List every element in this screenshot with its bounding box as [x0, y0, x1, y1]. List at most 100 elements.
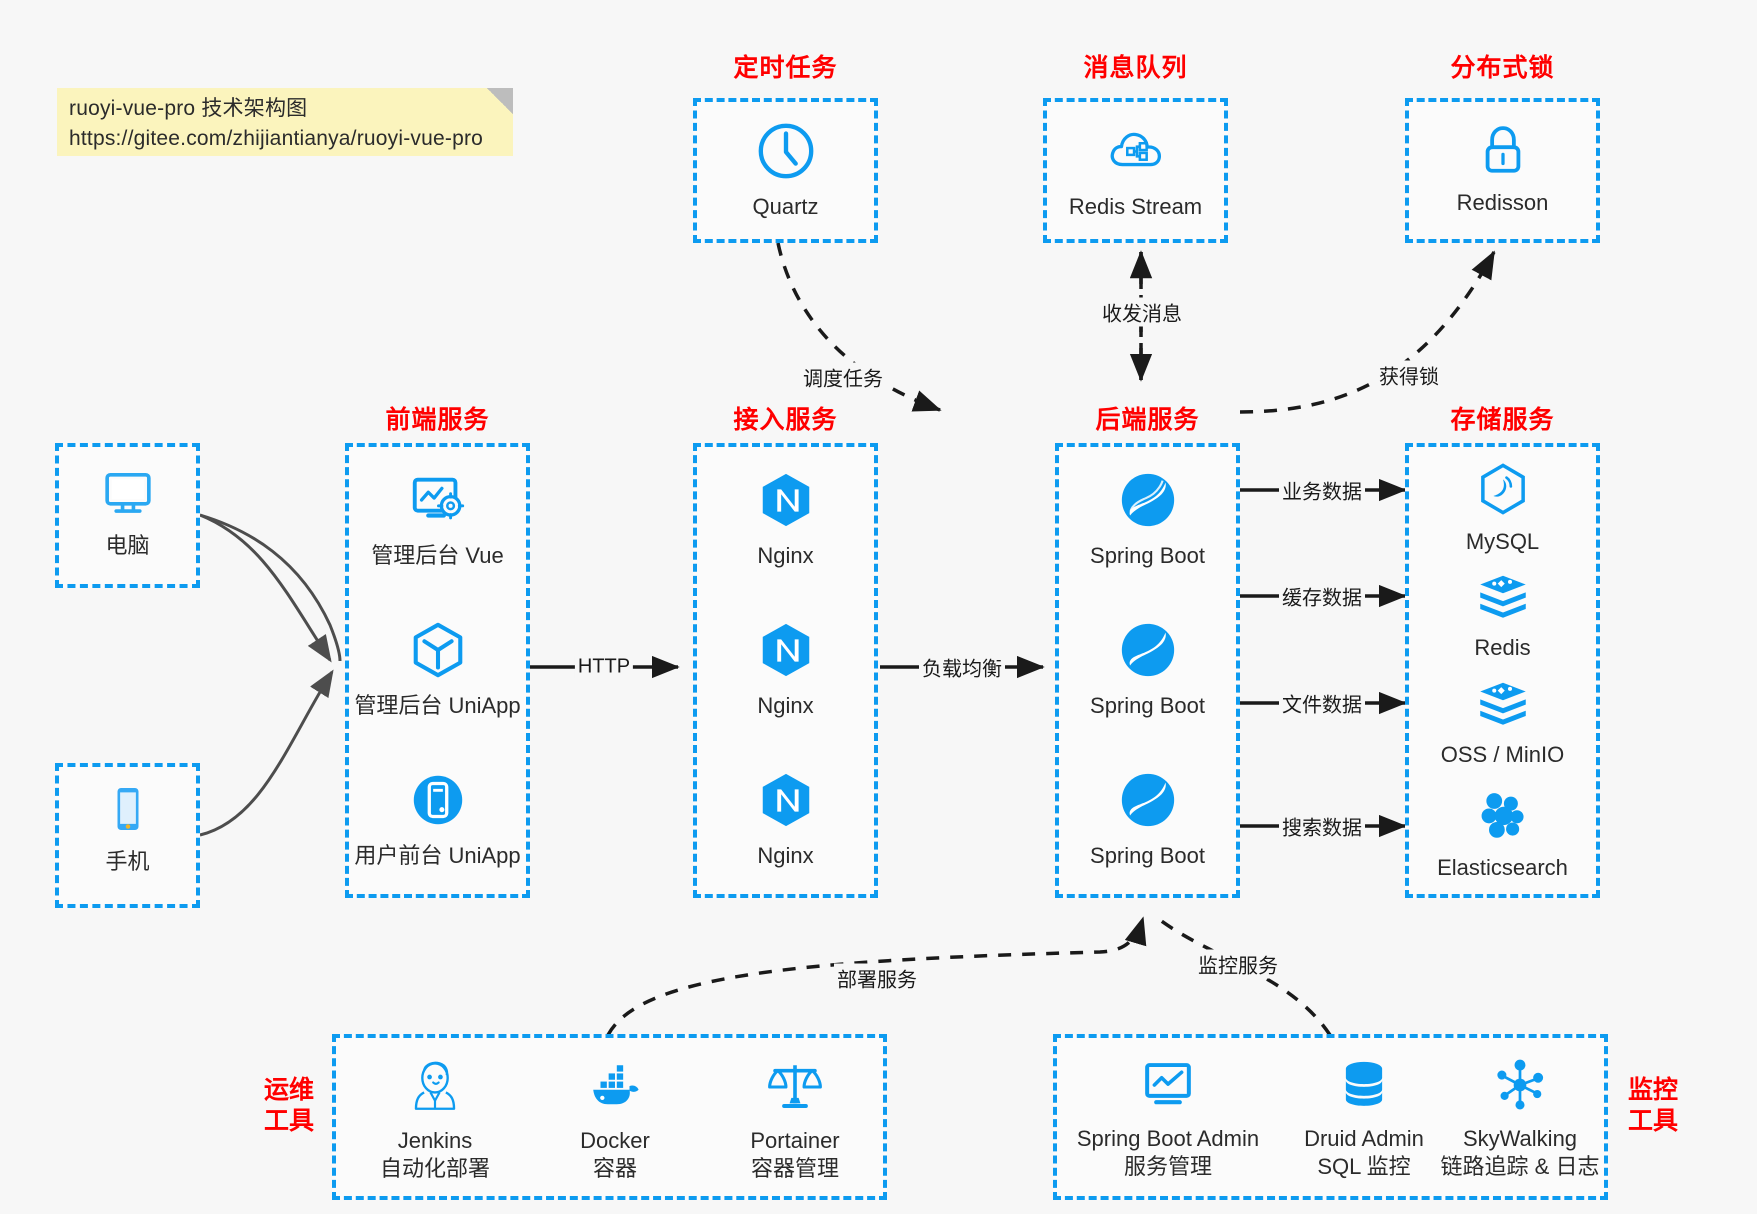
node-label-user-uniapp: 用户前台 UniApp — [354, 843, 521, 868]
group-box-devops: Jenkins 自动化部署 Docker 容器 — [332, 1034, 887, 1200]
edge-label-mq: 收发消息 — [1099, 297, 1185, 327]
group-box-lock: Redisson — [1405, 98, 1600, 243]
cloud-network-icon — [1105, 120, 1167, 187]
node-label-jenkins: Jenkins — [397, 1128, 473, 1153]
node-redis[interactable]: Redis — [1409, 567, 1596, 662]
edge-label-acquire-lock: 获得锁 — [1376, 360, 1442, 390]
group-box-backend: Spring Boot Spring Boot Spring Boot — [1055, 443, 1240, 898]
node-label-redisson: Redisson — [1456, 190, 1549, 215]
node-label-skywalking: SkyWalking — [1462, 1126, 1578, 1151]
group-title-monitor-line1: 监控 — [1627, 1076, 1678, 1104]
app-circle-icon — [407, 769, 469, 836]
edge-label-deploy: 部署服务 — [834, 963, 920, 993]
edge-label-loadbalance: 负载均衡 — [919, 652, 1005, 682]
node-springboot-1[interactable]: Spring Boot — [1059, 469, 1236, 570]
node-portainer[interactable]: Portainer 容器管理 — [710, 1058, 880, 1182]
node-skywalking[interactable]: SkyWalking 链路追踪 & 日志 — [1425, 1056, 1615, 1180]
edge-pc-to-frontend-line — [199, 513, 332, 663]
cube-icon — [407, 619, 469, 686]
node-label-admin-uniapp: 管理后台 UniApp — [354, 693, 521, 718]
node-mysql[interactable]: MySQL — [1409, 461, 1596, 556]
node-label-quartz: Quartz — [752, 194, 819, 219]
redis-stack-icon — [1475, 674, 1531, 735]
node-elasticsearch[interactable]: Elasticsearch — [1409, 787, 1596, 882]
node-label-nginx-2: Nginx — [757, 693, 814, 718]
node-phone[interactable]: 手机 — [59, 781, 196, 876]
jenkins-icon — [406, 1058, 464, 1121]
group-box-pc: 电脑 — [55, 443, 200, 588]
node-label-nginx-1: Nginx — [757, 543, 814, 568]
node-label-springboot-2: Spring Boot — [1090, 693, 1205, 718]
note-fold-corner — [487, 88, 513, 114]
node-user-uniapp[interactable]: 用户前台 UniApp — [349, 769, 526, 870]
group-box-scheduler: Quartz — [693, 98, 878, 243]
node-sublabel-skywalking: 链路追踪 & 日志 — [1440, 1153, 1600, 1179]
edge-phone-to-frontend-line — [199, 669, 334, 837]
edge-label-monitor: 监控服务 — [1195, 949, 1281, 979]
node-nginx-2[interactable]: Nginx — [697, 619, 874, 720]
node-docker[interactable]: Docker 容器 — [530, 1058, 700, 1182]
group-box-mq: Redis Stream — [1043, 98, 1228, 243]
node-druid-admin[interactable]: Druid Admin SQL 监控 — [1279, 1056, 1449, 1180]
edge-label-cache-data: 缓存数据 — [1279, 581, 1365, 611]
nginx-icon — [755, 619, 817, 686]
group-title-scheduler: 定时任务 — [733, 54, 838, 82]
node-label-elasticsearch: Elasticsearch — [1437, 855, 1568, 880]
edge-pc-to-frontend — [199, 513, 342, 662]
node-label-oss-minio: OSS / MinIO — [1440, 742, 1565, 767]
group-box-monitor: Spring Boot Admin 服务管理 Druid Admin SQL 监… — [1053, 1034, 1608, 1200]
node-jenkins[interactable]: Jenkins 自动化部署 — [350, 1058, 520, 1182]
node-redisson[interactable]: Redisson — [1409, 120, 1596, 217]
spring-boot-icon — [1117, 619, 1179, 686]
node-redis-stream[interactable]: Redis Stream — [1047, 120, 1224, 221]
edge-label-search-data: 搜索数据 — [1279, 811, 1365, 841]
node-nginx-3[interactable]: Nginx — [697, 769, 874, 870]
group-title-monitor-line2: 工具 — [1627, 1107, 1678, 1136]
node-label-redis-stream: Redis Stream — [1068, 194, 1203, 219]
node-label-nginx-3: Nginx — [757, 843, 814, 868]
group-title-devops-line2: 工具 — [263, 1107, 314, 1136]
node-quartz[interactable]: Quartz — [697, 120, 874, 221]
group-title-backend: 后端服务 — [1095, 406, 1200, 434]
group-title-monitor: 监控 工具 — [1622, 1075, 1684, 1138]
nginx-icon — [755, 769, 817, 836]
node-admin-uniapp[interactable]: 管理后台 UniApp — [349, 619, 526, 720]
group-box-frontend: 管理后台 Vue 管理后台 UniApp 用户前台 UniApp — [345, 443, 530, 898]
node-label-springboot-1: Spring Boot — [1090, 543, 1205, 568]
node-label-spring-boot-admin: Spring Boot Admin — [1076, 1126, 1260, 1151]
node-oss-minio[interactable]: OSS / MinIO — [1409, 674, 1596, 769]
scales-icon — [766, 1058, 824, 1121]
spring-boot-icon — [1117, 469, 1179, 536]
note-url-line: https://gitee.com/zhijiantianya/ruoyi-vu… — [69, 127, 484, 150]
group-title-devops: 运维 工具 — [258, 1075, 320, 1138]
note-title-line: ruoyi-vue-pro 技术架构图 — [69, 97, 308, 120]
dashboard-settings-icon — [407, 469, 469, 536]
sticky-note: ruoyi-vue-pro 技术架构图 https://gitee.com/zh… — [57, 88, 513, 156]
node-spring-boot-admin[interactable]: Spring Boot Admin 服务管理 — [1063, 1056, 1273, 1180]
group-box-phone: 手机 — [55, 763, 200, 908]
node-sublabel-spring-boot-admin: 服务管理 — [1123, 1153, 1212, 1179]
node-nginx-1[interactable]: Nginx — [697, 469, 874, 570]
spring-boot-icon — [1117, 769, 1179, 836]
node-label-portainer: Portainer — [750, 1128, 840, 1153]
node-label-redis: Redis — [1474, 635, 1531, 660]
clock-icon — [755, 120, 817, 187]
node-admin-vue[interactable]: 管理后台 Vue — [349, 469, 526, 570]
group-title-gateway: 接入服务 — [733, 406, 838, 434]
node-springboot-2[interactable]: Spring Boot — [1059, 619, 1236, 720]
node-pc[interactable]: 电脑 — [59, 463, 196, 560]
node-sublabel-jenkins: 自动化部署 — [379, 1155, 490, 1181]
monitor-chart-icon — [1139, 1056, 1197, 1119]
node-label-docker: Docker — [580, 1128, 650, 1153]
edge-label-http: HTTP — [574, 655, 634, 679]
node-springboot-3[interactable]: Spring Boot — [1059, 769, 1236, 870]
elasticsearch-icon — [1475, 787, 1531, 848]
node-label-pc: 电脑 — [105, 533, 150, 558]
group-title-storage: 存储服务 — [1450, 406, 1555, 434]
node-label-phone: 手机 — [105, 849, 150, 874]
mobile-icon — [100, 781, 156, 842]
group-title-devops-line1: 运维 — [263, 1076, 314, 1104]
group-title-lock: 分布式锁 — [1450, 54, 1555, 82]
group-title-frontend: 前端服务 — [385, 406, 490, 434]
